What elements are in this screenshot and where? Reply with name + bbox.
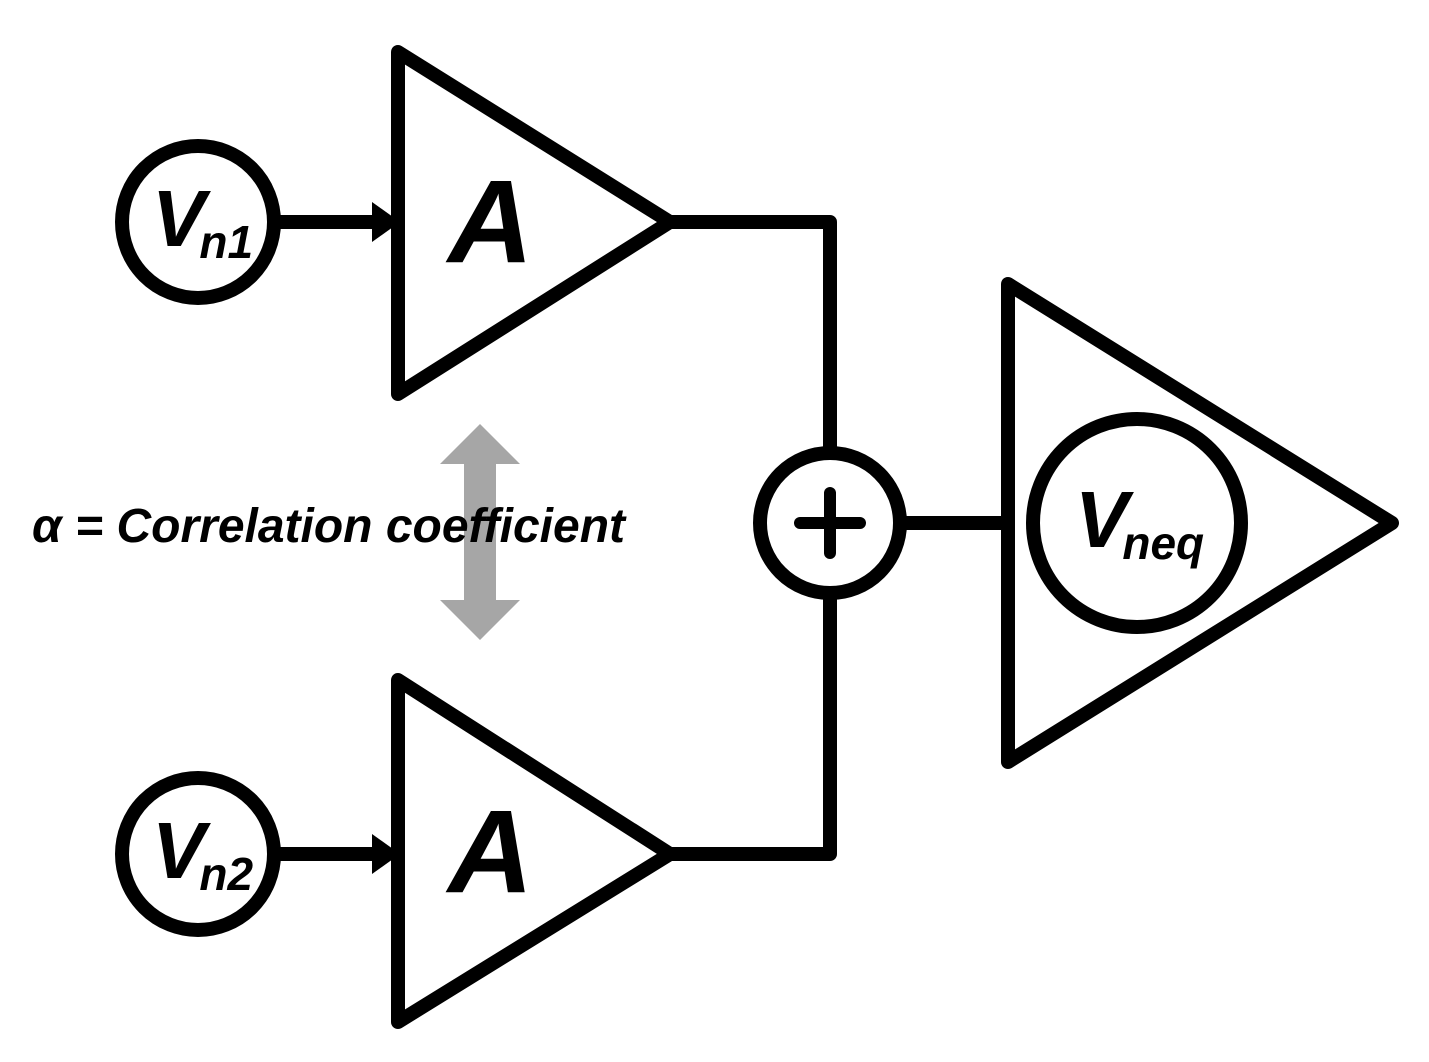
source-vn2-label: Vn2	[152, 806, 253, 900]
source-vneq-label: Vneq	[1075, 475, 1204, 569]
correlation-label: α = Correlation coefficient	[32, 500, 627, 553]
arrowhead-vn1-icon	[372, 202, 400, 242]
source-vneq-circle	[1026, 412, 1248, 634]
wire-amp-top-to-summer	[663, 215, 837, 457]
amplifier-bottom-triangle	[391, 673, 677, 1029]
wire-amp-bottom-to-summer	[663, 589, 837, 861]
arrowhead-vn2-icon	[372, 834, 400, 874]
source-vn1-label: Vn1	[152, 174, 253, 268]
amplifier-top-gain: A	[445, 156, 533, 288]
correlation-double-arrow-icon	[440, 424, 520, 640]
amplifier-bottom-gain: A	[445, 786, 533, 918]
amplifier-top-triangle	[391, 45, 677, 401]
